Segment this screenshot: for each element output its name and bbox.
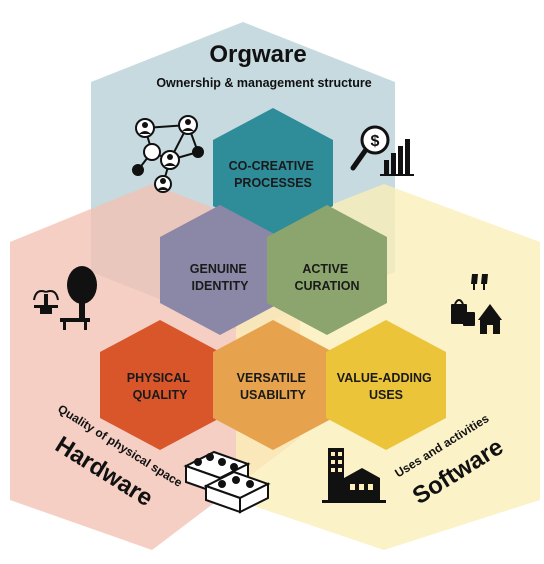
versatile-usability-hexagon: [213, 320, 333, 450]
active-curation-label: ACTIVE CURATION: [294, 262, 359, 293]
co-creative-label: CO-CREATIVE PROCESSES: [229, 159, 318, 190]
co-creative-hexagon: [213, 108, 333, 238]
value-adding-hexagon: [326, 320, 446, 450]
genuine-identity-label: GENUINE IDENTITY: [190, 262, 250, 293]
toast-shopping-tent-icon: [451, 274, 502, 334]
value-adding-label: VALUE-ADDING USES: [337, 371, 435, 402]
people-network-icon: [132, 115, 204, 193]
genuine-identity-hexagon: [160, 205, 280, 335]
orgware-subtitle: Ownership & management structure: [156, 76, 371, 90]
active-curation-hexagon: [267, 205, 387, 335]
svg-text:$: $: [371, 133, 380, 150]
orgware-title: Orgware: [209, 41, 306, 68]
fountain-tree-bench-icon: [33, 266, 97, 330]
versatile-usability-label: VERSATILE USABILITY: [237, 371, 310, 402]
building-blocks-icon: [183, 450, 271, 514]
money-magnifier-chart-icon: $: [350, 125, 414, 176]
physical-quality-label: PHYSICAL QUALITY: [127, 371, 193, 402]
physical-quality-hexagon: [100, 320, 220, 450]
city-buildings-icon: [322, 448, 386, 503]
